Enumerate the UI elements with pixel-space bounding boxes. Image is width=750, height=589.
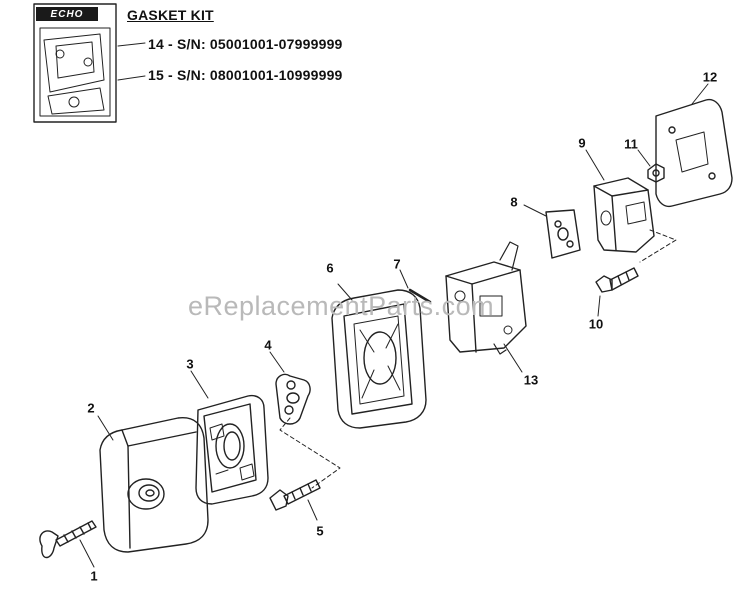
callout-3: 3 bbox=[186, 356, 194, 372]
part-6-air-cleaner-case bbox=[331, 283, 427, 429]
gasket-kit-title: GASKET KIT bbox=[127, 7, 214, 23]
echo-logo: ECHO bbox=[36, 7, 98, 21]
part-11-nut bbox=[637, 149, 665, 183]
part-12-gasket bbox=[655, 83, 733, 208]
callout-10: 10 bbox=[588, 316, 604, 332]
callout-2: 2 bbox=[87, 400, 95, 416]
gasket-kit-thumbnail bbox=[33, 3, 146, 123]
part-1-wing-screw bbox=[39, 520, 97, 568]
callout-12: 12 bbox=[702, 69, 718, 85]
part-8-gasket bbox=[523, 204, 581, 259]
watermark: eReplacementParts.com bbox=[188, 291, 495, 321]
callout-9: 9 bbox=[578, 135, 586, 151]
callout-7: 7 bbox=[393, 256, 401, 272]
part-4-gasket bbox=[269, 351, 341, 489]
part-3-filter-element bbox=[190, 370, 269, 505]
callout-5: 5 bbox=[316, 523, 324, 539]
callout-4: 4 bbox=[264, 337, 272, 353]
callout-8: 8 bbox=[510, 194, 518, 210]
gasket-kit-line-14: 14 - S/N: 05001001-07999999 bbox=[148, 36, 343, 52]
callout-6: 6 bbox=[326, 260, 334, 276]
part-7-pin bbox=[399, 269, 432, 304]
callout-11: 11 bbox=[624, 136, 638, 152]
gasket-kit-line-15: 15 - S/N: 08001001-10999999 bbox=[148, 67, 343, 83]
part-2-air-cleaner-cover bbox=[97, 415, 209, 553]
callout-13: 13 bbox=[523, 372, 539, 388]
callout-1: 1 bbox=[90, 568, 98, 584]
part-5-bolt bbox=[269, 479, 321, 521]
part-9-insulator bbox=[585, 149, 677, 263]
part-13-carburetor bbox=[445, 241, 527, 373]
part-10-bolt bbox=[595, 267, 639, 317]
